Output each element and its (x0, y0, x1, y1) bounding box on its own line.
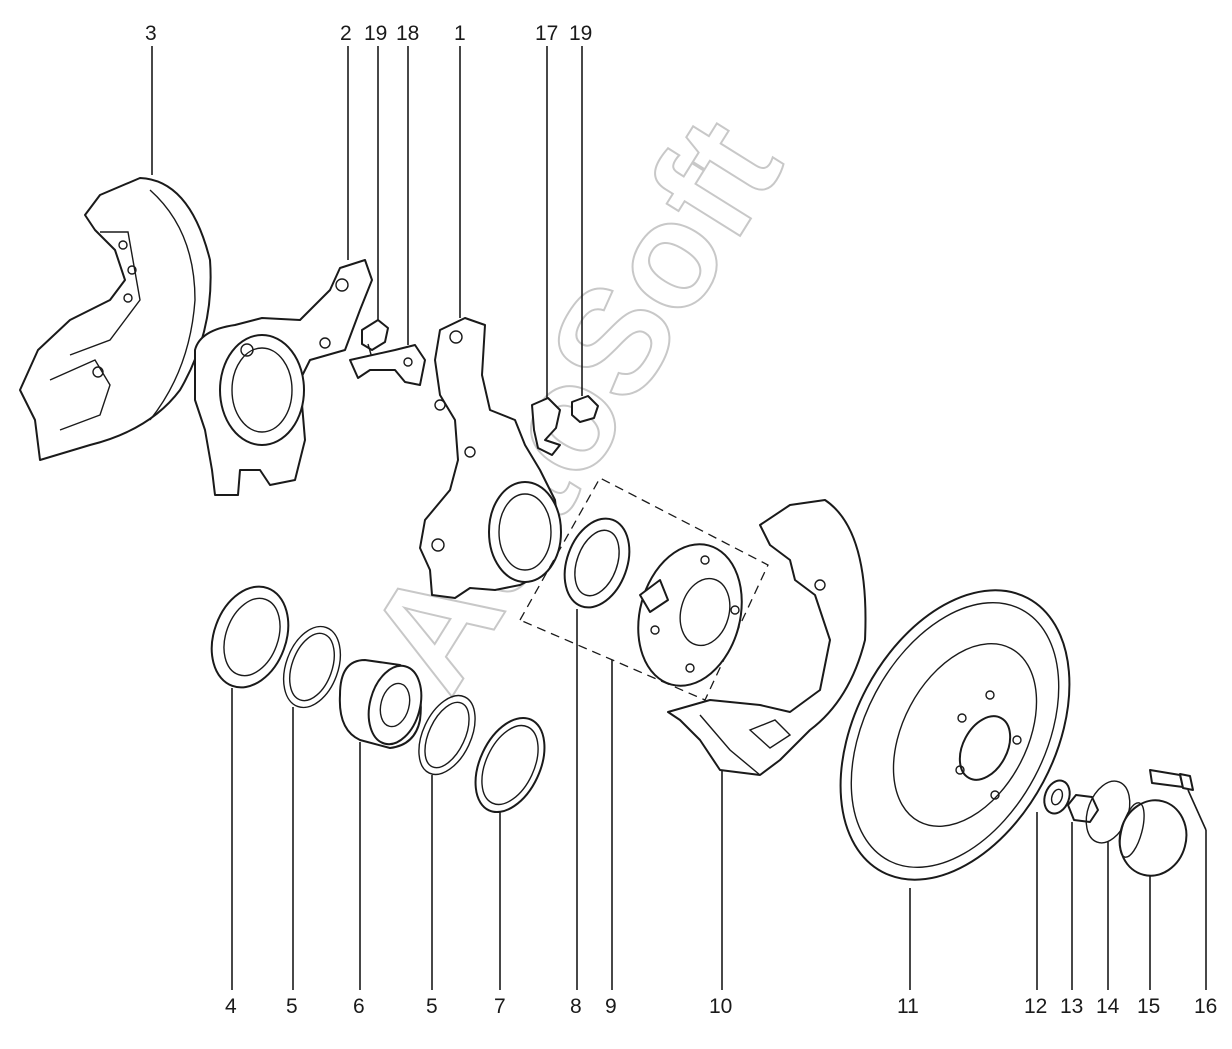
steering-knuckle-left (194, 259, 373, 496)
callout-3: 3 (145, 22, 157, 45)
wheel-bearing-6 (338, 659, 423, 749)
wheel-stud-16 (1149, 769, 1194, 791)
callout-9: 9 (605, 995, 617, 1018)
leader-lines (151, 46, 1207, 990)
callout-10: 10 (709, 995, 732, 1018)
snap-ring-5-right (418, 694, 476, 776)
callout-19: 19 (569, 22, 592, 45)
washer-12 (1043, 779, 1071, 815)
callout-7: 7 (494, 995, 506, 1018)
callout-19: 19 (364, 22, 387, 45)
bolt-19-right (571, 395, 599, 423)
callout-8: 8 (570, 995, 582, 1018)
hub-nut-13 (1067, 794, 1099, 823)
callout-18: 18 (396, 22, 419, 45)
callout-13: 13 (1060, 995, 1083, 1018)
bracket-18 (349, 344, 426, 386)
callout-2: 2 (340, 22, 352, 45)
seal-4 (210, 585, 290, 689)
hub-assembly-outline (519, 477, 769, 701)
dust-shield-right (667, 499, 867, 776)
callout-17: 17 (535, 22, 558, 45)
steering-knuckle-center (419, 317, 562, 599)
seal-ring-8 (563, 517, 631, 609)
callout-16: 16 (1194, 995, 1217, 1018)
callout-12: 12 (1024, 995, 1047, 1018)
callout-labels: 3 2 19 18 1 17 19 4 5 6 5 7 8 9 10 11 12… (145, 22, 1217, 1018)
callout-14: 14 (1096, 995, 1120, 1018)
hub-cap-15 (1118, 799, 1188, 877)
dust-shield-left (19, 177, 212, 461)
callout-5: 5 (426, 995, 438, 1018)
wheel-hub-9 (637, 543, 743, 687)
seal-7 (474, 716, 546, 814)
callout-4: 4 (225, 995, 237, 1018)
brake-disc-11 (839, 589, 1071, 881)
callout-6: 6 (353, 995, 365, 1018)
callout-11: 11 (897, 995, 919, 1018)
snap-ring-5-left (282, 625, 342, 709)
sensor-17 (531, 397, 561, 456)
callout-1: 1 (454, 22, 466, 45)
callout-15: 15 (1137, 995, 1160, 1018)
callout-5: 5 (286, 995, 298, 1018)
